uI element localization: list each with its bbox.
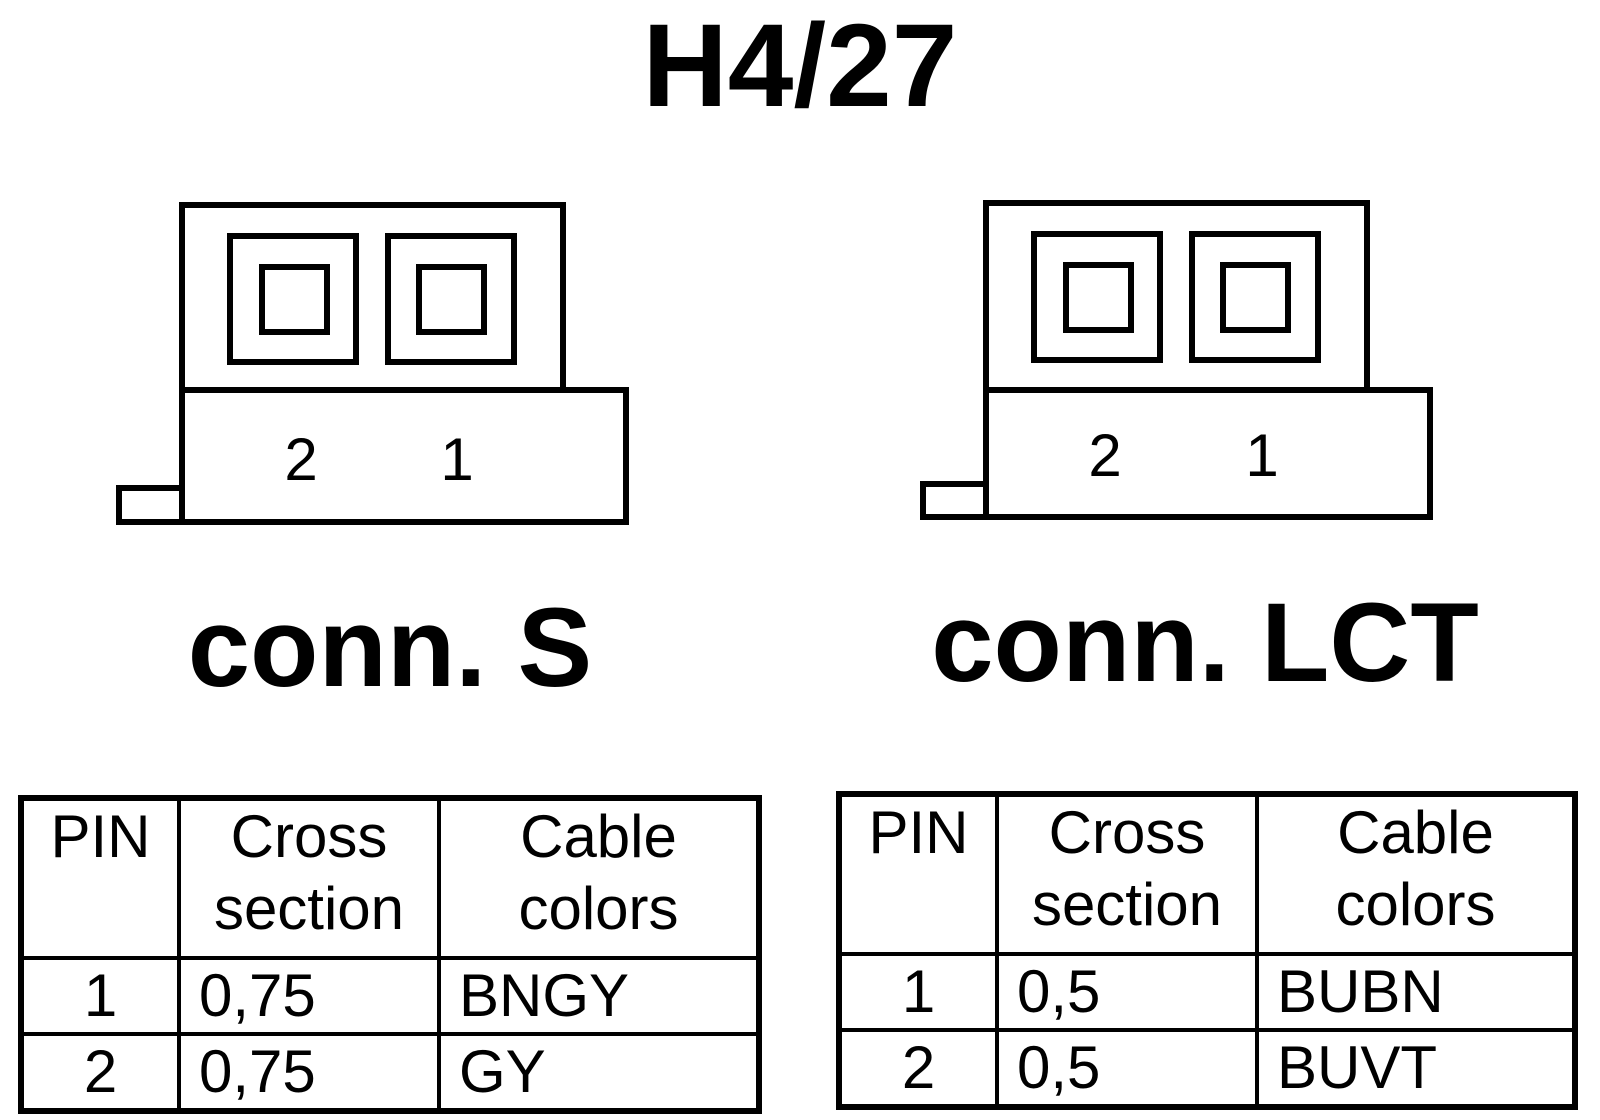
connector-s-pin-2-socket bbox=[227, 233, 359, 365]
cable-colors-cell: BUBN bbox=[1255, 952, 1577, 1032]
cross-section-cell: 0,5 bbox=[995, 1028, 1259, 1109]
connector-lct-pin-2-contact bbox=[1063, 262, 1134, 333]
connector-s-pin-1-contact bbox=[416, 264, 487, 335]
connector-s-pin-2-contact bbox=[259, 264, 330, 335]
pin-header: PIN bbox=[837, 792, 999, 956]
connector-s-housing-top bbox=[179, 202, 566, 390]
connector-s-pin-1-socket bbox=[385, 233, 517, 365]
connector-lct-housing-top bbox=[983, 200, 1370, 390]
connector-lct-pin-number-2: 2 bbox=[1088, 422, 1121, 489]
table-row: 1 0,75 BNGY bbox=[19, 956, 761, 1036]
cable-colors-cell: BNGY bbox=[437, 956, 761, 1036]
pin-cell: 2 bbox=[19, 1032, 181, 1113]
connector-s-pin-number-2: 2 bbox=[284, 426, 317, 493]
connector-s-latch bbox=[116, 485, 182, 525]
connector-lct-pin-1-contact bbox=[1220, 262, 1291, 333]
connector-lct-label: conn. LCT bbox=[931, 580, 1479, 705]
connector-lct-pin-1-socket bbox=[1189, 231, 1321, 363]
cross-section-cell: 0,5 bbox=[995, 952, 1259, 1032]
connector-s-housing-bottom bbox=[179, 387, 629, 525]
pin-cell: 2 bbox=[837, 1028, 999, 1109]
table-row: 1 0,5 BUBN bbox=[837, 952, 1577, 1032]
pin-cell: 1 bbox=[837, 952, 999, 1032]
table-row: 2 0,75 GY bbox=[19, 1032, 761, 1113]
connector-s-pin-number-1: 1 bbox=[440, 426, 473, 493]
cable-colors-cell: GY bbox=[437, 1032, 761, 1113]
cross-section-cell: 0,75 bbox=[177, 956, 441, 1036]
connector-lct-pin-2-socket bbox=[1031, 231, 1163, 363]
table-row: 2 0,5 BUVT bbox=[837, 1028, 1577, 1109]
diagram-title: H4/27 bbox=[642, 0, 958, 132]
connector-lct-housing-bottom bbox=[983, 387, 1433, 520]
cable-colors-cell: BUVT bbox=[1255, 1028, 1577, 1109]
cross-section-cell: 0,75 bbox=[177, 1032, 441, 1113]
pin-header: PIN bbox=[19, 796, 181, 960]
connector-lct-pin-number-1: 1 bbox=[1245, 422, 1278, 489]
connector-lct-latch bbox=[920, 481, 986, 520]
pin-cell: 1 bbox=[19, 956, 181, 1036]
connector-s-label: conn. S bbox=[187, 585, 593, 710]
